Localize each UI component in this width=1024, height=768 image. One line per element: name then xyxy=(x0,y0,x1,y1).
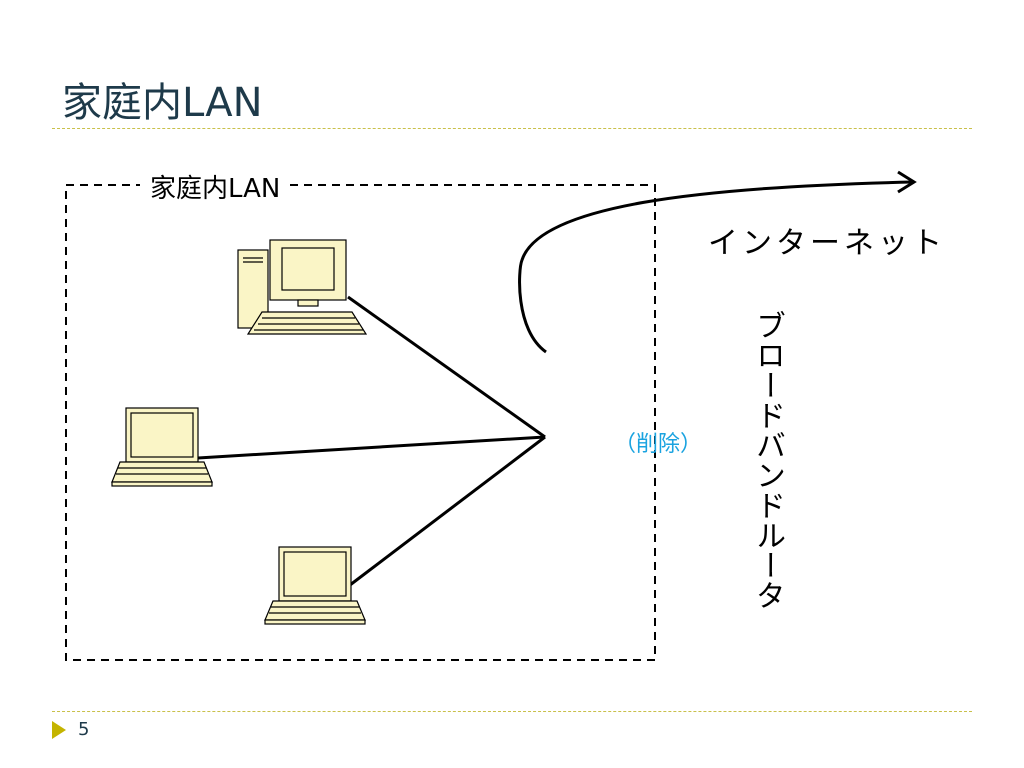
internet-label: インターネット xyxy=(708,226,946,261)
broadband-router-label: ブロードバンドルータ xyxy=(750,310,785,610)
title-divider xyxy=(52,128,972,129)
internet-arrow xyxy=(518,180,913,354)
deleted-note: （削除） xyxy=(614,432,703,457)
desktop-computer-icon xyxy=(237,239,368,335)
lan-boundary xyxy=(65,184,656,661)
connection-line-laptop-left xyxy=(197,435,546,460)
footer-divider xyxy=(52,711,972,712)
laptop-left-icon xyxy=(111,407,213,487)
internet-arrowhead xyxy=(897,170,917,194)
lan-box-label: 家庭内LAN xyxy=(140,168,291,205)
slide-title: 家庭内LAN xyxy=(62,80,263,126)
connection-line-laptop-bottom xyxy=(349,435,546,587)
play-triangle-icon xyxy=(52,721,66,739)
connection-line-desktop xyxy=(347,295,546,439)
page-number: 5 xyxy=(78,719,90,740)
laptop-bottom-icon xyxy=(264,546,366,625)
